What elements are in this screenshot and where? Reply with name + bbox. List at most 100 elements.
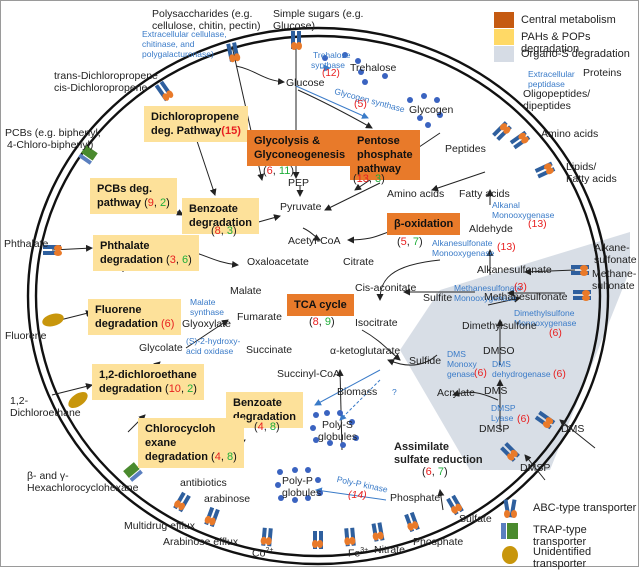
pathway-dichloroethane-name: degradation xyxy=(99,383,162,395)
metabolite-sulfite: Sulfite xyxy=(423,292,453,304)
pathway-chlorocyclohexane-line2: exane xyxy=(145,437,177,449)
cobalt-charge: 2+ xyxy=(265,547,274,554)
count-chlorocyclohexane-b: 8 xyxy=(226,451,234,463)
cell-membrane-inner xyxy=(34,34,602,558)
count-dimethylsulfone: (6) xyxy=(549,327,562,339)
metabolite-malate: Malate xyxy=(230,285,262,297)
pathway-beta-oxidation: β-oxidation xyxy=(387,213,461,235)
cell-membrane-outer xyxy=(26,26,610,566)
pathway-dichloropropene: Dichloropropene deg. Pathway(15) xyxy=(144,106,248,142)
enzyme-malate-synthase-2: synthase xyxy=(190,307,225,317)
count-alkanesulfonate: (13) xyxy=(497,241,516,253)
enzyme-alkanal-monooxygenase: Alkanal xyxy=(492,200,520,210)
count-dichloroethane-a: 10 xyxy=(168,383,181,395)
enzyme-dimethylsulfone-monooxygenase-2: Monooxygenase xyxy=(514,318,577,328)
pathway-benzoate-upper: Benzoate degradation xyxy=(182,198,259,234)
label-pcbs: PCBs (e.g. biphenyl, xyxy=(5,127,101,139)
pathway-fluorene: Fluorene degradation (6) xyxy=(88,299,182,335)
label-phthalate-ext: Phthalate xyxy=(4,238,49,250)
label-pcbs-2: 4-Chloro-biphenyl) xyxy=(7,139,94,151)
count-benzoate-upper-a: 8 xyxy=(214,225,221,237)
unidentified-transporters xyxy=(42,313,88,408)
count-dms-dehydrogenase: (6) xyxy=(553,368,566,380)
metabolite-succinyl-coa: Succinyl-CoA xyxy=(277,368,341,380)
metabolite-acrylate: Acrylate xyxy=(437,387,475,399)
metabolite-cis-aconitate: Cis-aconitate xyxy=(355,282,417,294)
enzyme-dmsp-lyase: DMSP xyxy=(491,403,516,413)
label-polysaccharides: Polysaccharides (e.g. xyxy=(152,8,253,20)
legend-central-label: Central metabolism xyxy=(521,14,616,26)
count-methanesulfonate: (3) xyxy=(514,281,527,293)
label-hch-2: Hexachlorocyclohexane xyxy=(27,482,139,494)
pathway-glycolysis-line1: Glycolysis & xyxy=(254,135,321,147)
count-pentose-b: 3 xyxy=(375,173,382,185)
count-dms-mono: (6) xyxy=(474,367,487,379)
enzyme-arrows xyxy=(295,64,387,501)
pathway-chlorocyclohexane-line1: Chlorocycloh xyxy=(145,423,216,435)
metabolite-poly-p: Poly-P xyxy=(282,475,313,487)
pathway-dichloroethane: 1,2-dichloroethane degradation (10, 2) xyxy=(92,364,204,400)
pathway-pcbs-line2: pathway (9, 2) xyxy=(97,197,170,209)
metabolite-glyoxylate: Glyoxylate xyxy=(182,318,232,330)
count-beta-oxidation-a: 5 xyxy=(400,236,407,248)
metabolite-pyruvate: Pyruvate xyxy=(280,201,322,213)
label-cobalt: Co2+ xyxy=(252,545,273,560)
pathway-benzoate-lower-line2: degradation xyxy=(233,411,296,423)
label-polysaccharides-2: cellulose, chitin, pectin) xyxy=(152,20,261,32)
pathway-dichloropropene-line2: deg. Pathway(15) xyxy=(151,124,241,138)
metabolite-biomass: Biomass xyxy=(337,386,378,398)
metabolite-dmsp: DMSP xyxy=(479,423,510,435)
metabolite-glycogen: Glycogen xyxy=(409,104,454,116)
metabolite-glucose: Glucose xyxy=(286,77,325,89)
pathway-sulfate-reduction-line2: sulfate reduction xyxy=(394,454,483,466)
enzyme-extracellular-cellulase-2: chitinase, and xyxy=(142,39,195,49)
enzyme-extracellular-peptidase-2: peptidase xyxy=(528,79,565,89)
label-nitrate: Nitrate xyxy=(374,544,405,556)
metabolite-isocitrate: Isocitrate xyxy=(355,317,398,329)
pathway-pentose-line3: pathway xyxy=(357,163,402,175)
label-sulfate: Sulfate xyxy=(459,513,492,525)
label-multidrug-efflux: Multidrug efflux xyxy=(124,520,196,532)
count-trehalose: (12) xyxy=(322,68,340,79)
metabolite-aldehyde: Aldehyde xyxy=(469,223,513,235)
count-dichloroethane-b: 2 xyxy=(187,383,194,395)
count-pentose-a: 13 xyxy=(356,173,369,185)
pathway-beta-oxidation-line1: β-oxidation xyxy=(394,218,454,230)
enzyme-dimethylsulfone-monooxygenase: Dimethylsulfone xyxy=(514,308,575,318)
enzyme-extracellular-peptidase: Extracellular xyxy=(528,69,575,79)
count-glycolysis-a: 6 xyxy=(266,165,273,177)
enzyme-dmsp-lyase-2: Lyase xyxy=(491,413,514,423)
count-benzoate-upper-b: 3 xyxy=(226,225,234,237)
label-simple-sugars: Simple sugars (e.g. xyxy=(273,8,364,20)
metabolite-oxaloacetate: Oxaloacetate xyxy=(247,256,309,268)
enzyme-methanesulfonate-monooxygenase: Methanesulfonate xyxy=(454,283,522,293)
label-iron: Fe3+ xyxy=(348,545,368,560)
label-dms-ext: DMS xyxy=(561,423,585,435)
count-dmsp-lyase: (6) xyxy=(517,413,530,425)
pathway-dichloropropene-name: deg. Pathway xyxy=(151,125,222,137)
pathway-tca-counts: (8, 9) xyxy=(309,316,335,328)
count-alkanal: (13) xyxy=(528,218,547,230)
enzyme-dms-monooxygenase-3: genase xyxy=(447,369,475,379)
metabolite-methanesulfonate: Methanesulfonate xyxy=(484,291,568,303)
enzyme-extracellular-cellulase-3: polygalacturonase) xyxy=(142,49,214,59)
pathway-fluorene-name: degradation xyxy=(95,318,158,330)
iron-charge: 3+ xyxy=(360,547,369,554)
metabolite-antibiotics: antibiotics xyxy=(180,477,227,489)
label-dce-1: 1,2- xyxy=(10,395,29,407)
enzyme-alkanesulfonate-monooxygenase-2: Monooxygenase xyxy=(432,248,495,258)
count-tca-a: 8 xyxy=(312,316,319,328)
enzyme-alkanal-monooxygenase-2: Monooxygenase xyxy=(492,210,555,220)
metabolite-sulfide: Sulfide xyxy=(409,355,442,367)
globule-dots xyxy=(275,52,443,503)
enzyme-dms-dehydrogenase-2: dehydrogenase xyxy=(492,369,551,379)
pathway-benzoate-lower-line1: Benzoate xyxy=(233,397,282,409)
pathway-benzoate-upper-counts: (8, 3) xyxy=(211,225,237,237)
count-sulfate-reduction-b: 7 xyxy=(437,466,445,478)
enzyme-hydroxy-acid-oxidase-2: acid oxidase xyxy=(186,346,234,356)
pathway-benzoate-lower-counts: (4, 8) xyxy=(254,421,280,433)
label-trans-dichloropropene: trans-Dichloropropene xyxy=(54,70,158,82)
metabolite-pep: PEP xyxy=(288,177,310,189)
pathway-pentose-line1: Pentose xyxy=(357,135,400,147)
iron-symbol: Fe xyxy=(348,547,361,560)
